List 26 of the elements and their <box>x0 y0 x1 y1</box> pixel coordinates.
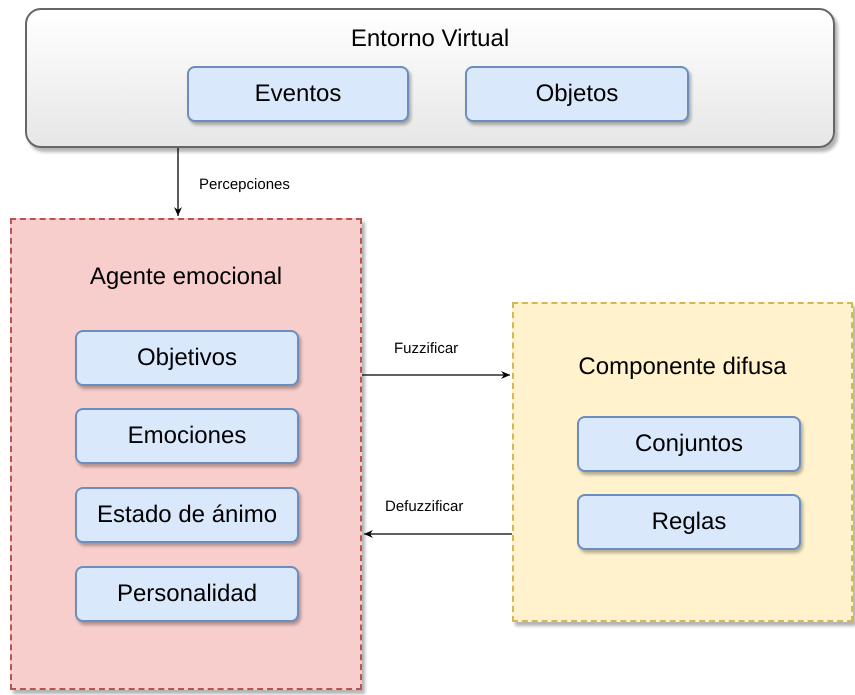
container-title: Componente difusa <box>577 352 788 382</box>
component-box <box>577 494 801 550</box>
edge-label: Percepciones <box>197 176 292 194</box>
box-label: Objetivos <box>136 343 238 373</box>
container-title: Entorno Virtual <box>350 24 510 54</box>
box-label: Conjuntos <box>634 429 744 459</box>
container-title: Agente emocional <box>88 262 284 292</box>
box-label: Emociones <box>128 421 246 451</box>
component-box <box>75 566 299 622</box>
agent-container <box>10 218 362 690</box>
component-box <box>577 416 801 472</box>
component-box <box>75 487 299 543</box>
arrow <box>174 148 182 216</box>
arrow <box>362 371 510 379</box>
box-label: Eventos <box>254 79 342 109</box>
box-label: Personalidad <box>116 579 258 609</box>
component-box <box>75 408 299 464</box>
component-box <box>75 330 299 386</box>
arrow <box>364 530 512 538</box>
component-box <box>187 66 409 122</box>
box-label: Reglas <box>652 507 726 537</box>
box-label: Estado de ánimo <box>96 500 278 530</box>
box-label: Objetos <box>536 79 618 109</box>
fuzzy-container <box>512 302 853 622</box>
component-box <box>465 66 689 122</box>
environment-panel <box>25 8 835 148</box>
